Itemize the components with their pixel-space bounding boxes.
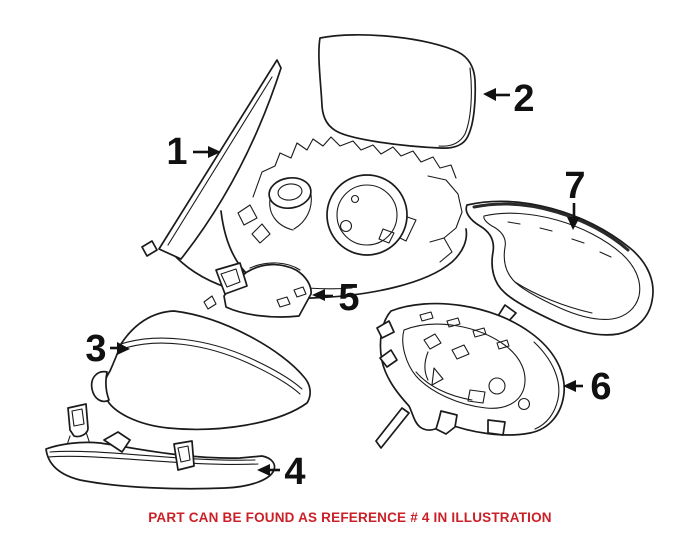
ref-number-2: 2: [513, 78, 534, 120]
ref-label-3: 3: [85, 328, 130, 370]
part-2-mirror-glass: [318, 33, 477, 149]
part-1-mirror-base-gasket: [141, 59, 282, 260]
ref-number-5: 5: [338, 277, 359, 319]
ref-label-5: 5: [312, 277, 360, 319]
ref-label-2: 2: [483, 78, 535, 120]
ref-label-7: 7: [564, 165, 586, 230]
ref-number-3: 3: [85, 328, 106, 370]
ref-number-6: 6: [590, 366, 611, 408]
ref-number-4: 4: [284, 451, 305, 493]
part-3-mirror-cap: [90, 310, 311, 431]
mirror-motor-assembly: [175, 136, 468, 300]
ref-number-1: 1: [166, 131, 187, 173]
ref-label-1: 1: [166, 131, 221, 173]
part-6-mirror-housing: [375, 302, 565, 449]
part-4-lower-trim: [45, 403, 276, 490]
part-7-mirror-frame: [465, 200, 654, 336]
caption: PART CAN BE FOUND AS REFERENCE # 4 IN IL…: [148, 510, 552, 525]
ref-label-4: 4: [257, 451, 306, 493]
ref-number-7: 7: [564, 165, 585, 207]
part-5-bracket: [203, 262, 312, 318]
ref-label-6: 6: [563, 366, 612, 408]
